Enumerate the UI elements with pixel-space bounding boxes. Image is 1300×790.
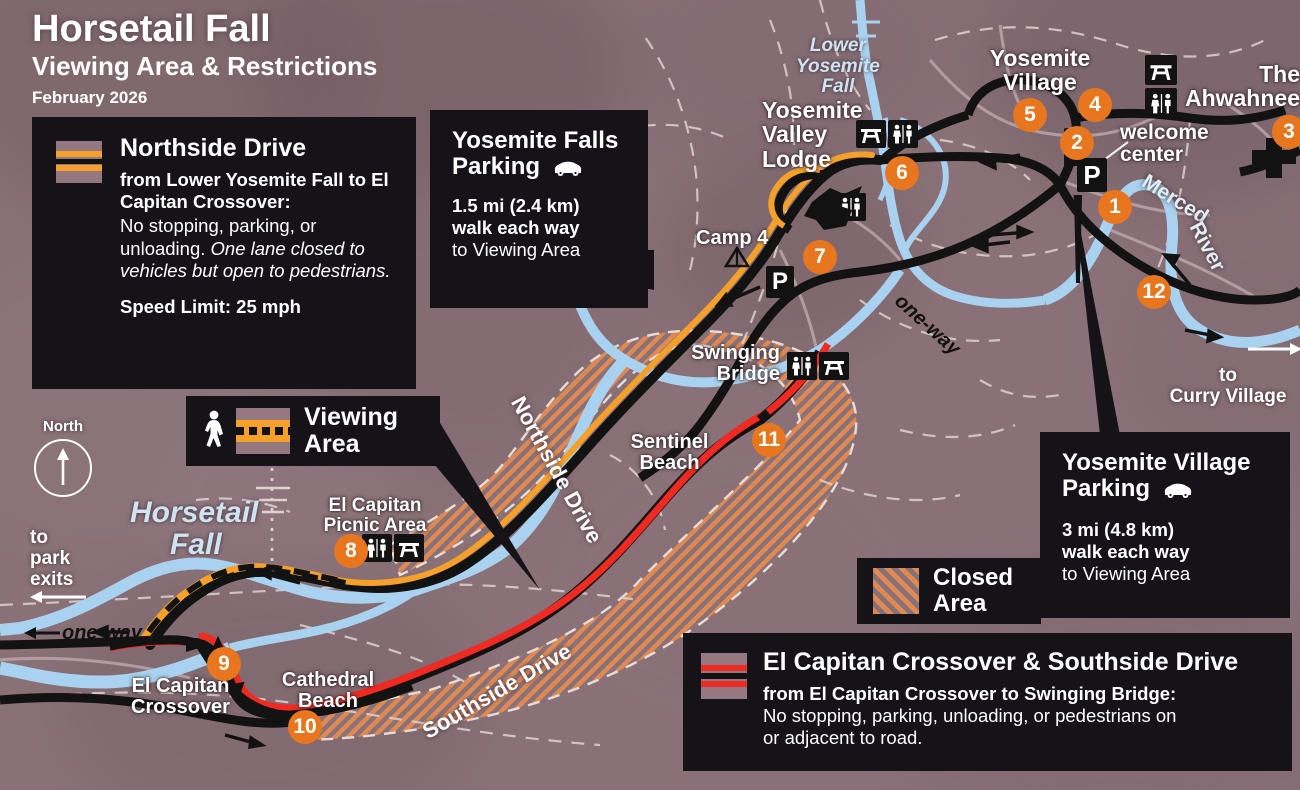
lodge-building-footprint xyxy=(804,186,862,230)
pointer-yosemite-village xyxy=(1073,192,1120,435)
yosemite-falls-parking-dest: to Viewing Area xyxy=(452,239,581,261)
marker-10[interactable]: 10 xyxy=(288,710,322,744)
pedestrian-icon xyxy=(202,410,226,453)
pointer-viewing-area xyxy=(424,396,540,590)
yosemite-village-parking-distance: 3 mi (4.8 km) xyxy=(1062,518,1175,540)
picnic-icon xyxy=(856,120,886,148)
marker-4[interactable]: 4 xyxy=(1078,88,1112,122)
car-icon-village xyxy=(1162,479,1194,505)
north-circle xyxy=(34,439,92,497)
picnic-icon-el-capitan xyxy=(394,534,424,562)
horsetail-fall-symbol xyxy=(256,468,290,562)
title-block: Horsetail Fall Viewing Area & Restrictio… xyxy=(32,8,378,108)
panel-yosemite-falls-parking: Yosemite Falls Parking 1.5 mi (2.4 km) w… xyxy=(430,110,648,308)
viewing-area-road-swatch xyxy=(236,408,290,454)
north-arrow: North xyxy=(28,418,98,497)
yosemite-village-parking-title: Yosemite Village Parking xyxy=(1062,449,1251,502)
closed-area-swatch xyxy=(873,568,919,614)
ahwahnee-building-footprint xyxy=(1252,138,1296,178)
southside-drive-sub: from El Capitan Crossover to Swinging Br… xyxy=(763,683,1177,704)
viewing-area-label-1: Viewing xyxy=(304,402,399,431)
north-label: North xyxy=(43,418,83,435)
marker-7[interactable]: 7 xyxy=(803,240,837,274)
yosemite-falls-parking-distance: 1.5 mi (2.4 km) xyxy=(452,194,580,216)
marker-3[interactable]: 3 xyxy=(1272,115,1300,149)
marker-1[interactable]: 1 xyxy=(1098,190,1132,224)
southside-drive-body-2: or adjacent to road. xyxy=(763,727,923,749)
parking-icon-camp4: P xyxy=(766,266,794,298)
southside-drive-road xyxy=(287,342,832,720)
campground-icon xyxy=(724,246,750,268)
northside-drive-body-italic: One lane closed to vehicles but open to … xyxy=(120,237,391,281)
marker-2[interactable]: 2 xyxy=(1060,126,1094,160)
parking-icon-welcome-center: P xyxy=(1077,158,1107,192)
marker-12[interactable]: 12 xyxy=(1137,275,1171,309)
marker-9[interactable]: 9 xyxy=(207,647,241,681)
yosemite-falls-parking-walk: walk each way xyxy=(452,217,580,238)
lower-yosemite-fall-symbol xyxy=(852,20,880,38)
page-subtitle: Viewing Area & Restrictions xyxy=(32,50,378,81)
northside-drive-body: No stopping, parking, or unloading. xyxy=(120,215,317,259)
car-icon xyxy=(552,157,584,183)
closed-area-label-2: Area xyxy=(933,590,987,617)
restroom-icon xyxy=(888,120,918,148)
restroom-icon-ahwahnee xyxy=(1145,88,1177,118)
picnic-icon-swinging-bridge xyxy=(819,352,849,380)
to-park-exits-arrow xyxy=(30,591,86,603)
to-curry-village-arrow xyxy=(1248,343,1300,355)
southside-drive-body-1: No stopping, parking, unloading, or pede… xyxy=(763,705,1177,727)
yosemite-falls-parking-title: Yosemite Falls Parking xyxy=(452,127,619,180)
picnic-icon-ahwahnee xyxy=(1145,55,1177,85)
marker-6[interactable]: 6 xyxy=(885,156,919,190)
label-one-way-left: one-way xyxy=(62,622,143,644)
yosemite-village-parking-dest: to Viewing Area xyxy=(1062,563,1191,585)
valley-loop-road xyxy=(637,75,1300,482)
northside-drive-swatch xyxy=(56,141,102,183)
marker-8[interactable]: 8 xyxy=(334,534,368,568)
yosemite-village-parking-walk: walk each way xyxy=(1062,541,1190,562)
one-way-left-arrow xyxy=(24,627,60,639)
panel-southside-drive: El Capitan Crossover & Southside Drive f… xyxy=(683,633,1292,771)
restroom-icon-swinging-bridge xyxy=(787,352,817,380)
panel-viewing-area: Viewing Area xyxy=(186,396,440,466)
panel-northside-drive: Northside Drive from Lower Yosemite Fall… xyxy=(32,117,416,389)
viewing-area-label-2: Area xyxy=(304,430,360,458)
road-merge-markers xyxy=(186,638,292,722)
northside-drive-speed: Speed Limit: 25 mph xyxy=(120,295,301,317)
yosemite-village-pointer-stem xyxy=(1074,195,1082,283)
page-title: Horsetail Fall xyxy=(32,8,271,50)
panel-yosemite-village-parking: Yosemite Village Parking 3 mi (4.8 km) w… xyxy=(1040,432,1290,618)
southside-drive-title: El Capitan Crossover & Southside Drive xyxy=(763,648,1239,676)
northside-drive-title: Northside Drive xyxy=(120,134,307,162)
marker-11[interactable]: 11 xyxy=(752,423,786,457)
page-date: February 2026 xyxy=(32,87,148,107)
closed-area-label-1: Closed xyxy=(933,564,1014,592)
direction-arrows xyxy=(90,153,1225,750)
marker-5[interactable]: 5 xyxy=(1013,98,1047,132)
label-camp-4: Camp 4 xyxy=(696,227,769,249)
southside-drive-swatch xyxy=(701,653,747,699)
northside-drive-sub: from Lower Yosemite Fall to El Capitan C… xyxy=(120,169,389,213)
panel-closed-area: Closed Area xyxy=(857,558,1041,624)
viewing-area-segment xyxy=(140,563,346,648)
